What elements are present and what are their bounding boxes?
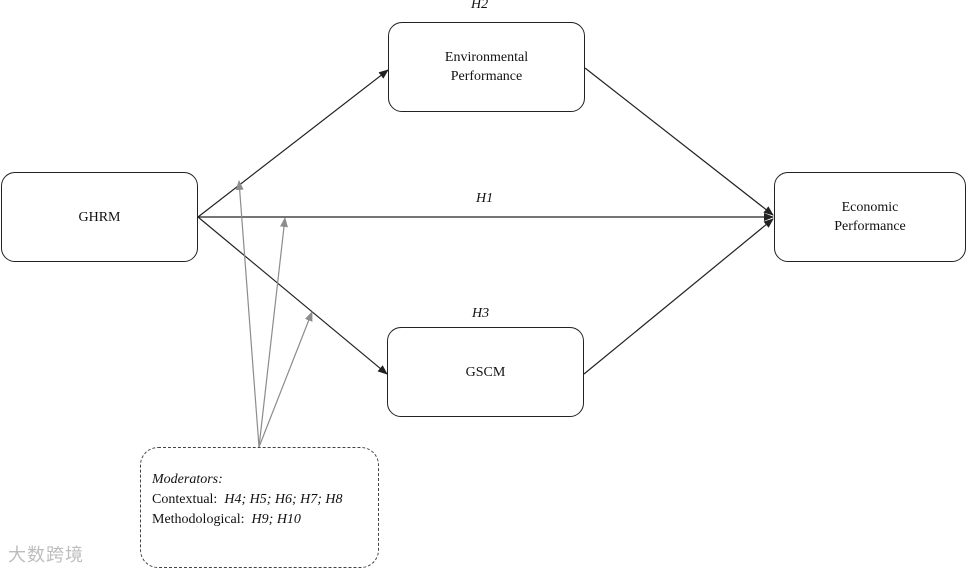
hypothesis-h3-label: H3 [472, 306, 490, 321]
watermark-logo: 大数跨境 [8, 545, 84, 566]
node-environmental-line2: Performance [450, 69, 523, 84]
arrow-ghrm-to-gscm [197, 216, 388, 375]
node-environmental-performance: Environmental Performance [388, 22, 585, 112]
moderators-methodological-label: Methodological: [152, 512, 245, 527]
node-economic-line1: Economic [841, 200, 899, 215]
arrow-ghrm-to-environmental [197, 69, 389, 218]
moderator-arrow-2 [258, 217, 288, 448]
moderators-contextual-label: Contextual: [152, 492, 218, 507]
hypothesis-h2-label: H2 [471, 0, 489, 12]
moderator-arrow-1 [235, 180, 260, 448]
moderator-arrow-3 [258, 311, 313, 448]
node-ghrm-label: GHRM [78, 209, 121, 225]
node-gscm: GSCM [387, 327, 584, 417]
moderators-methodological-values: H9; H10 [251, 512, 301, 527]
moderators-box: Moderators: Contextual: H4; H5; H6; H7; … [140, 447, 379, 568]
moderators-title: Moderators: [152, 472, 223, 487]
node-economic-performance: Economic Performance [774, 172, 966, 262]
arrow-gscm-to-economic [583, 218, 774, 375]
moderators-contextual-values: H4; H5; H6; H7; H8 [224, 492, 343, 507]
node-gscm-label: GSCM [465, 364, 506, 380]
node-economic-line2: Performance [834, 219, 906, 234]
node-environmental-line1: Environmental [444, 50, 529, 65]
node-ghrm: GHRM [1, 172, 198, 262]
arrow-environmental-to-economic [584, 67, 774, 216]
hypothesis-h1-label: H1 [476, 191, 494, 206]
